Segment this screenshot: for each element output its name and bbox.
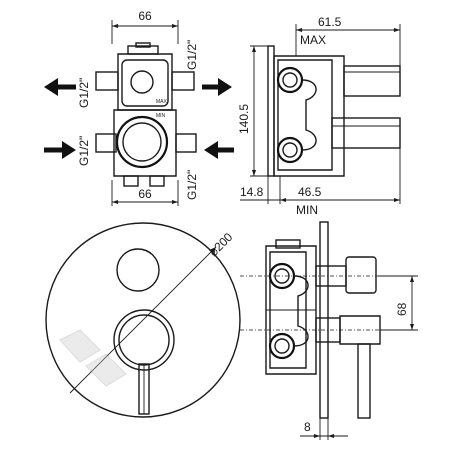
dim-diameter: ⌀200	[206, 230, 235, 259]
assembly-cover-plate	[319, 221, 329, 419]
thread-label-right-top: G1/2"	[185, 40, 199, 70]
lower-body	[113, 109, 177, 177]
upper-port	[130, 70, 154, 94]
arrow-in-left-icon	[44, 141, 76, 159]
dim-depth-max: 61.5	[318, 15, 342, 29]
cover-plate-circle	[45, 222, 241, 418]
body-side-view: 61.5 MAX 140.5 14.8 46.5 MI	[237, 15, 401, 217]
assembly-handle	[339, 315, 381, 345]
lower-port-outer	[115, 115, 169, 169]
assembly-diverter-knob	[345, 256, 377, 294]
assembly-side-view: 68 8	[240, 221, 418, 440]
dim-spacing: 68	[395, 302, 409, 316]
side-body	[273, 55, 345, 177]
dim-depth-min: 46.5	[298, 185, 322, 199]
dim-height: 140.5	[237, 104, 251, 134]
diameter-line	[69, 246, 217, 394]
diverter-knob	[116, 248, 160, 292]
side-wall-plate	[267, 45, 275, 177]
max-mark: MAX	[156, 99, 168, 105]
side-lower-spindle	[331, 117, 401, 149]
dim-max-label: MAX	[300, 33, 326, 47]
dim-min-label: MIN	[296, 203, 318, 217]
arrow-out-left-icon	[44, 78, 76, 96]
dim-offset: 14.8	[240, 185, 264, 199]
side-upper-port	[276, 66, 304, 94]
side-upper-spindle	[343, 65, 401, 97]
thread-label-left-bottom: G1/2"	[77, 136, 91, 166]
thread-label-right-bottom: G1/2"	[185, 170, 199, 200]
side-lower-port	[276, 136, 304, 164]
arrow-in-right-icon	[204, 141, 234, 159]
watermark-logo	[59, 329, 127, 387]
cover-plate-front-view: ⌀200	[45, 222, 241, 418]
dim-width-bottom: 66	[138, 187, 152, 201]
assembly-lower-port	[268, 332, 296, 360]
arrow-out-right-icon	[202, 78, 232, 96]
dim-width-top: 66	[138, 9, 152, 23]
dim-plate-thickness: 8	[304, 420, 311, 434]
thread-label-left-top: G1/2"	[77, 78, 91, 108]
assembly-lever	[357, 343, 371, 419]
min-mark: MIN	[156, 113, 166, 119]
body-front-view: 66 MAX MIN 66 G1/2" G1/2" G1/2" G1/2"	[44, 9, 234, 206]
